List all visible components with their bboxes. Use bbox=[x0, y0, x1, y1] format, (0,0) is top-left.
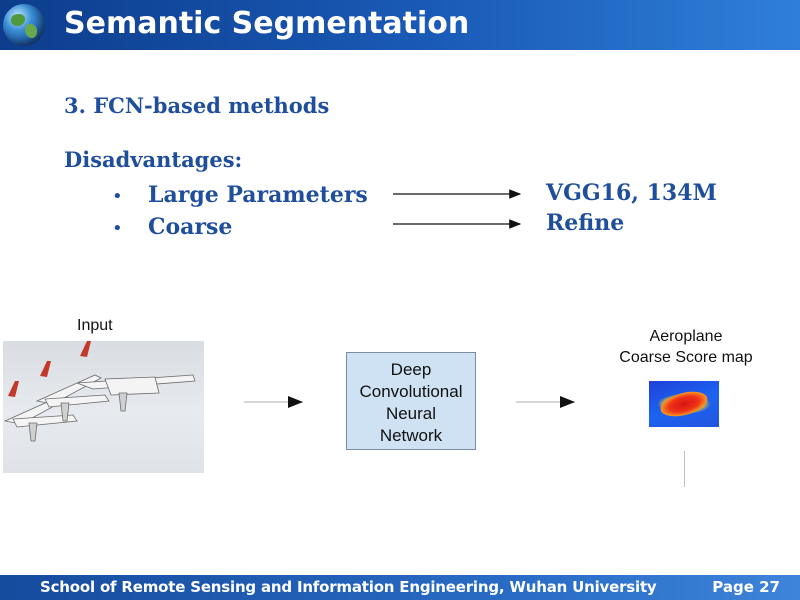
header-bar: Semantic Segmentation bbox=[0, 0, 800, 50]
network-label-line: Neural bbox=[385, 404, 437, 423]
result-vgg16: VGG16, 134M bbox=[546, 180, 717, 206]
disadvantages-heading: Disadvantages: bbox=[64, 147, 243, 172]
bullet-marker: • bbox=[112, 186, 123, 207]
footer-school: School of Remote Sensing and Information… bbox=[40, 578, 657, 596]
divider-line bbox=[684, 451, 685, 487]
airplane-icon bbox=[76, 374, 196, 412]
bullet-marker: • bbox=[112, 218, 123, 239]
output-label-line: Coarse Score map bbox=[619, 349, 753, 366]
bullet-item-coarse: Coarse bbox=[148, 214, 233, 240]
bullet-item-large-parameters: Large Parameters bbox=[148, 182, 368, 208]
network-label-line: Convolutional bbox=[359, 382, 463, 401]
output-label-line: Aeroplane bbox=[649, 328, 723, 345]
network-label-line: Network bbox=[379, 426, 443, 445]
slide-title: Semantic Segmentation bbox=[64, 6, 470, 41]
footer-bar: School of Remote Sensing and Information… bbox=[0, 575, 800, 600]
network-label-line: Deep bbox=[390, 360, 432, 379]
page-number: Page 27 bbox=[712, 578, 780, 596]
result-refine: Refine bbox=[546, 210, 625, 236]
input-label: Input bbox=[77, 317, 113, 334]
arrow-right-icon bbox=[560, 396, 575, 408]
arrow-right-icon bbox=[288, 396, 303, 408]
coarse-score-map bbox=[649, 381, 719, 427]
globe-icon bbox=[3, 4, 45, 46]
aeroplane-photo bbox=[3, 341, 204, 473]
section-subtitle: 3. FCN-based methods bbox=[64, 93, 330, 118]
network-box: Deep Convolutional Neural Network bbox=[346, 352, 476, 450]
output-label: Aeroplane Coarse Score map bbox=[596, 326, 776, 368]
